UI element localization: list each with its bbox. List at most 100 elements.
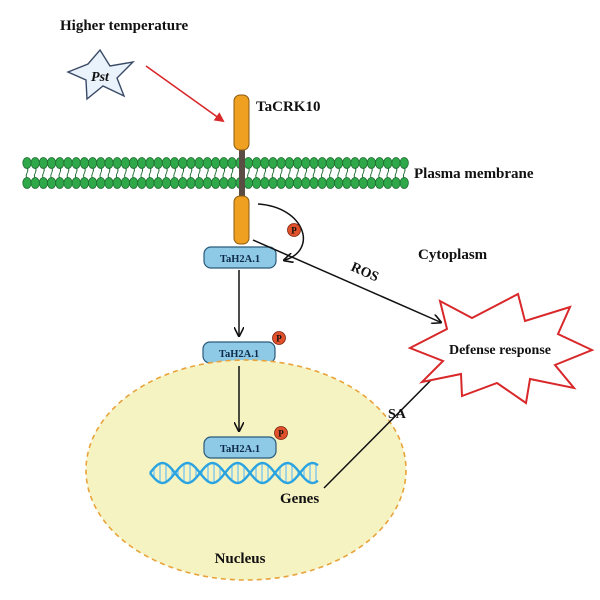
membrane-bead <box>161 177 171 189</box>
svg-text:P: P <box>278 429 284 439</box>
membrane-bead <box>170 157 180 169</box>
membrane-bead <box>96 177 106 189</box>
membrane-bead <box>243 177 253 189</box>
tah2a1-protein-nucleus: TaH2A.1 <box>203 436 277 459</box>
ros-arrow <box>252 239 440 322</box>
membrane-bead <box>46 157 57 169</box>
membrane-bead <box>63 157 73 169</box>
membrane-tail <box>42 167 45 179</box>
membrane-bead <box>325 157 335 169</box>
membrane-bead <box>252 177 262 189</box>
membrane-bead <box>309 177 319 189</box>
membrane-bead <box>96 157 106 169</box>
membrane-bead <box>301 157 311 169</box>
membrane-tail <box>83 167 86 179</box>
svg-text:P: P <box>291 226 297 236</box>
dna-double-helix <box>149 461 319 485</box>
membrane-bead <box>374 157 385 169</box>
membrane-tail <box>263 167 267 179</box>
membrane-tail <box>33 167 37 179</box>
membrane-bead <box>79 177 90 189</box>
membrane-tail <box>58 167 62 179</box>
membrane-tail <box>222 167 226 179</box>
svg-text:TaH2A.1: TaH2A.1 <box>220 254 260 265</box>
membrane-tail <box>386 167 390 179</box>
plasma-membrane-label: Plasma membrane <box>414 166 534 182</box>
membrane-bead <box>104 177 114 189</box>
membrane-tail <box>255 167 258 179</box>
membrane-bead <box>350 177 360 189</box>
membrane-bead <box>120 177 131 189</box>
pst-pathogen-star: Pst <box>66 48 136 101</box>
plasma-membrane <box>22 157 409 189</box>
membrane-bead <box>104 157 114 169</box>
svg-text:TaH2A.1: TaH2A.1 <box>220 444 260 455</box>
membrane-bead <box>30 157 40 169</box>
membrane-bead <box>292 157 303 169</box>
defense-response-star: Defense response <box>407 292 595 405</box>
membrane-bead <box>170 177 180 189</box>
membrane-bead <box>112 157 122 169</box>
membrane-tail <box>230 167 234 179</box>
membrane-bead <box>145 177 155 189</box>
membrane-bead <box>383 157 393 169</box>
membrane-bead <box>260 157 270 169</box>
phospho-badge-1: P <box>287 223 301 237</box>
membrane-bead <box>153 177 163 189</box>
membrane-bead <box>252 157 262 169</box>
sa-label: SA <box>388 407 407 422</box>
membrane-bead <box>325 177 335 189</box>
membrane-bead <box>194 177 204 189</box>
membrane-tail <box>197 167 201 179</box>
cytoplasm-label: Cytoplasm <box>418 247 488 263</box>
membrane-bead <box>178 177 188 189</box>
higher-temperature-label: Higher temperature <box>60 18 189 34</box>
membrane-tail <box>378 167 381 179</box>
membrane-bead <box>194 157 204 169</box>
membrane-tail <box>329 167 332 179</box>
membrane-bead <box>342 177 352 189</box>
membrane-bead <box>292 177 303 189</box>
membrane-tail <box>165 167 168 179</box>
membrane-tail <box>107 167 111 179</box>
membrane-tail <box>115 167 119 179</box>
membrane-bead <box>276 157 286 169</box>
membrane-tail <box>189 167 193 179</box>
membrane-tail <box>247 167 250 179</box>
sa-arrow <box>323 367 444 489</box>
membrane-bead <box>55 177 65 189</box>
membrane-tail <box>25 167 29 179</box>
membrane-bead <box>88 177 98 189</box>
pst-label: Pst <box>91 70 110 85</box>
membrane-tail <box>206 167 209 179</box>
membrane-tail <box>91 167 94 179</box>
membrane-bead <box>161 157 171 169</box>
membrane-bead <box>309 157 319 169</box>
membrane-bead <box>358 157 368 169</box>
membrane-bead <box>137 157 147 169</box>
membrane-bead <box>55 157 65 169</box>
membrane-bead <box>317 177 327 189</box>
membrane-tail <box>173 167 176 179</box>
membrane-bead <box>350 157 360 169</box>
membrane-bead <box>391 177 401 189</box>
phosphorylation-arrow <box>257 203 304 260</box>
membrane-bead <box>219 177 229 189</box>
membrane-bead <box>227 157 237 169</box>
membrane-tail <box>296 167 299 179</box>
membrane-tail <box>345 167 349 179</box>
membrane-bead <box>120 157 131 169</box>
membrane-bead <box>399 157 409 169</box>
membrane-tail <box>320 167 324 179</box>
membrane-tail <box>156 167 160 179</box>
membrane-bead <box>71 157 81 169</box>
membrane-tail <box>402 167 406 179</box>
membrane-bead <box>333 177 344 189</box>
membrane-bead <box>276 177 286 189</box>
membrane-bead <box>284 177 294 189</box>
tah2a1-protein-cytoplasm: TaH2A.1 <box>203 246 277 269</box>
membrane-tail <box>353 167 357 179</box>
phospho-badge-2: P <box>272 331 286 345</box>
